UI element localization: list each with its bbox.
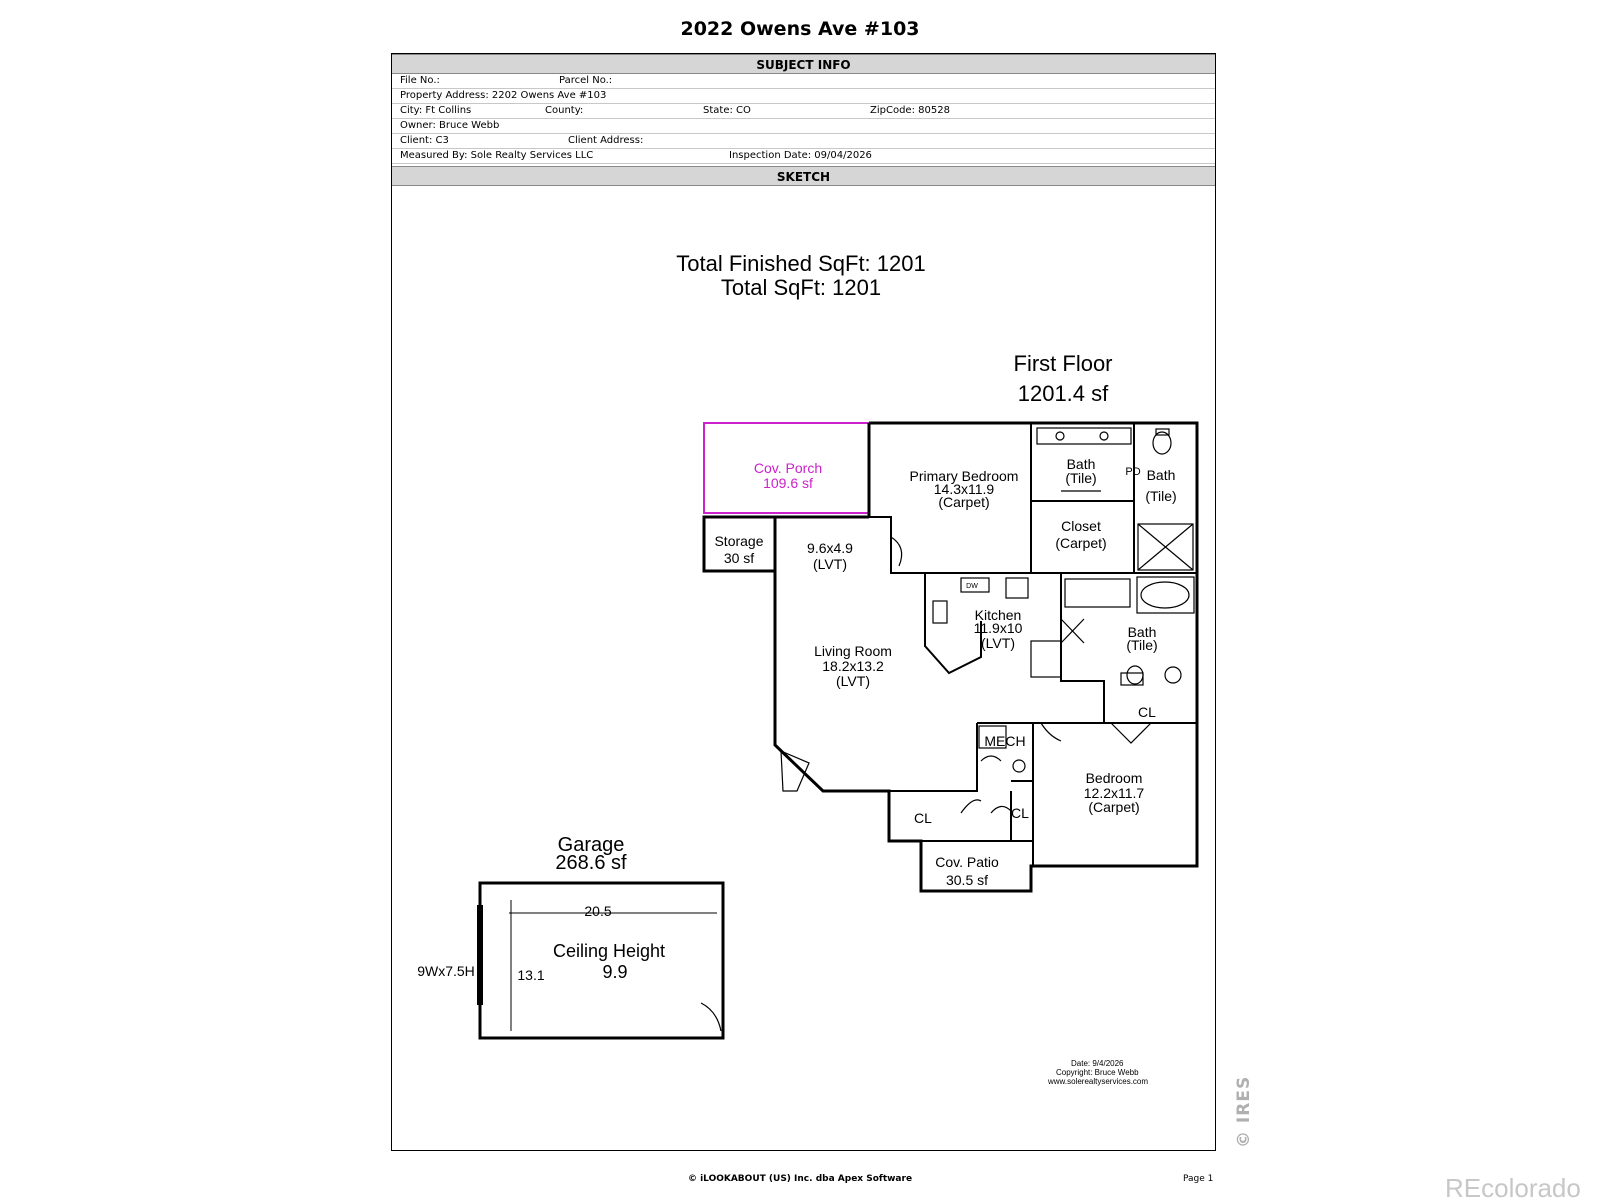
client: Client: C3: [400, 135, 449, 146]
garage-area: 268.6 sf: [555, 852, 627, 874]
county: County:: [545, 105, 584, 116]
closet-mech-label: CL: [1011, 805, 1029, 821]
parcel-no: Parcel No.:: [559, 75, 613, 86]
info-row-measured: Measured By: Sole Realty Services LLC In…: [392, 149, 1215, 164]
stamp-web: www.solerealtyservices.com: [1047, 1077, 1148, 1086]
primary-bedroom-floor: (Carpet): [938, 494, 989, 510]
measured-by: Measured By: Sole Realty Services LLC: [400, 150, 594, 161]
dw-label: DW: [966, 583, 978, 590]
bath2-floor: (Tile): [1145, 488, 1176, 504]
patio-area: 30.5 sf: [946, 872, 988, 888]
patio-name: Cov. Patio: [935, 854, 999, 870]
bedroom-floor: (Carpet): [1088, 799, 1139, 815]
sketch-area: Total Finished SqFt: 1201 Total SqFt: 12…: [392, 208, 1215, 1150]
bath2-name: Bath: [1147, 467, 1176, 483]
owner: Owner: Bruce Webb: [400, 120, 500, 131]
client-address: Client Address:: [568, 135, 644, 146]
living-room-name: Living Room: [814, 643, 892, 659]
floor-plan: Total Finished SqFt: 1201 Total SqFt: 12…: [417, 251, 1199, 1086]
interior-walls: [869, 423, 1197, 866]
zip-code: ZipCode: 80528: [870, 105, 950, 116]
info-row-client: Client: C3 Client Address:: [392, 134, 1215, 149]
fixtures: [780, 427, 1195, 792]
bedroom-dims: 12.2x11.7: [1084, 785, 1145, 801]
subject-info-header: SUBJECT INFO: [392, 54, 1215, 74]
storage-area: 30 sf: [724, 550, 754, 566]
stamp-date: Date: 9/4/2026: [1071, 1059, 1124, 1068]
bath1-floor: (Tile): [1065, 470, 1096, 486]
porch-name: Cov. Porch: [754, 460, 822, 476]
door-swings: [700, 490, 1152, 1032]
garage-name: Garage: [558, 834, 625, 856]
stamp-copyright: Copyright: Bruce Webb: [1056, 1068, 1139, 1077]
city: City: Ft Collins: [400, 105, 472, 116]
closet-bedroom-label: CL: [1138, 704, 1156, 720]
recolorado-watermark: REcolorado: [1445, 1173, 1581, 1203]
closet-hall-label: CL: [914, 810, 932, 826]
kitchen-dims: 11.9x10: [974, 620, 1023, 636]
ires-watermark: © IRES: [1234, 1075, 1254, 1148]
pd-label: PD: [1125, 466, 1140, 478]
total-sqft: Total SqFt: 1201: [721, 275, 881, 300]
porch-area: 109.6 sf: [763, 475, 813, 491]
primary-bedroom-name: Primary Bedroom: [910, 468, 1019, 484]
garage-ceiling-value: 9.9: [602, 962, 627, 982]
bath3-name: Bath: [1128, 624, 1157, 640]
living-room-dims: 18.2x13.2: [822, 658, 884, 674]
mech-label: MECH: [984, 733, 1025, 749]
garage-door-size: 9Wx7.5H: [417, 963, 475, 979]
inspection-date: Inspection Date: 09/04/2026: [729, 150, 872, 161]
bath1-name: Bath: [1067, 456, 1096, 472]
garage-width: 20.5: [584, 903, 611, 919]
kitchen-floor: (LVT): [981, 635, 1015, 651]
info-row-city: City: Ft Collins County: State: CO ZipCo…: [392, 104, 1215, 119]
living-room-floor: (LVT): [836, 673, 870, 689]
info-row-file: File No.: Parcel No.:: [392, 74, 1215, 89]
property-address: Property Address: 2202 Owens Ave #103: [400, 90, 607, 101]
kitchen-name: Kitchen: [975, 607, 1022, 623]
garage-depth: 13.1: [517, 967, 544, 983]
state: State: CO: [703, 105, 751, 116]
primary-bedroom-dims: 14.3x11.9: [934, 481, 995, 497]
file-no: File No.:: [400, 75, 440, 86]
bath3-floor: (Tile): [1126, 637, 1157, 653]
closet-name: Closet: [1061, 518, 1101, 534]
entry-dims: 9.6x4.9: [807, 540, 853, 556]
info-row-address: Property Address: 2202 Owens Ave #103: [392, 89, 1215, 104]
sketch-header: SKETCH: [392, 166, 1215, 186]
report-frame: SUBJECT INFO File No.: Parcel No.: Prope…: [391, 53, 1216, 1151]
floor-name: First Floor: [1014, 351, 1113, 376]
garage-ceiling-label: Ceiling Height: [553, 941, 665, 961]
storage-name: Storage: [714, 533, 763, 549]
exterior-walls: [702, 421, 1199, 893]
footer-copyright: © iLOOKABOUT (US) Inc. dba Apex Software: [687, 1174, 913, 1184]
info-row-owner: Owner: Bruce Webb: [392, 119, 1215, 134]
total-finished-sqft: Total Finished SqFt: 1201: [676, 251, 925, 276]
closet-floor: (Carpet): [1055, 535, 1106, 551]
bedroom-name: Bedroom: [1086, 770, 1143, 786]
entry-floor: (LVT): [813, 556, 847, 572]
floor-area: 1201.4 sf: [1018, 381, 1109, 406]
footer-page-number: Page 1: [1183, 1174, 1214, 1184]
page-title: 2022 Owens Ave #103: [680, 18, 920, 40]
